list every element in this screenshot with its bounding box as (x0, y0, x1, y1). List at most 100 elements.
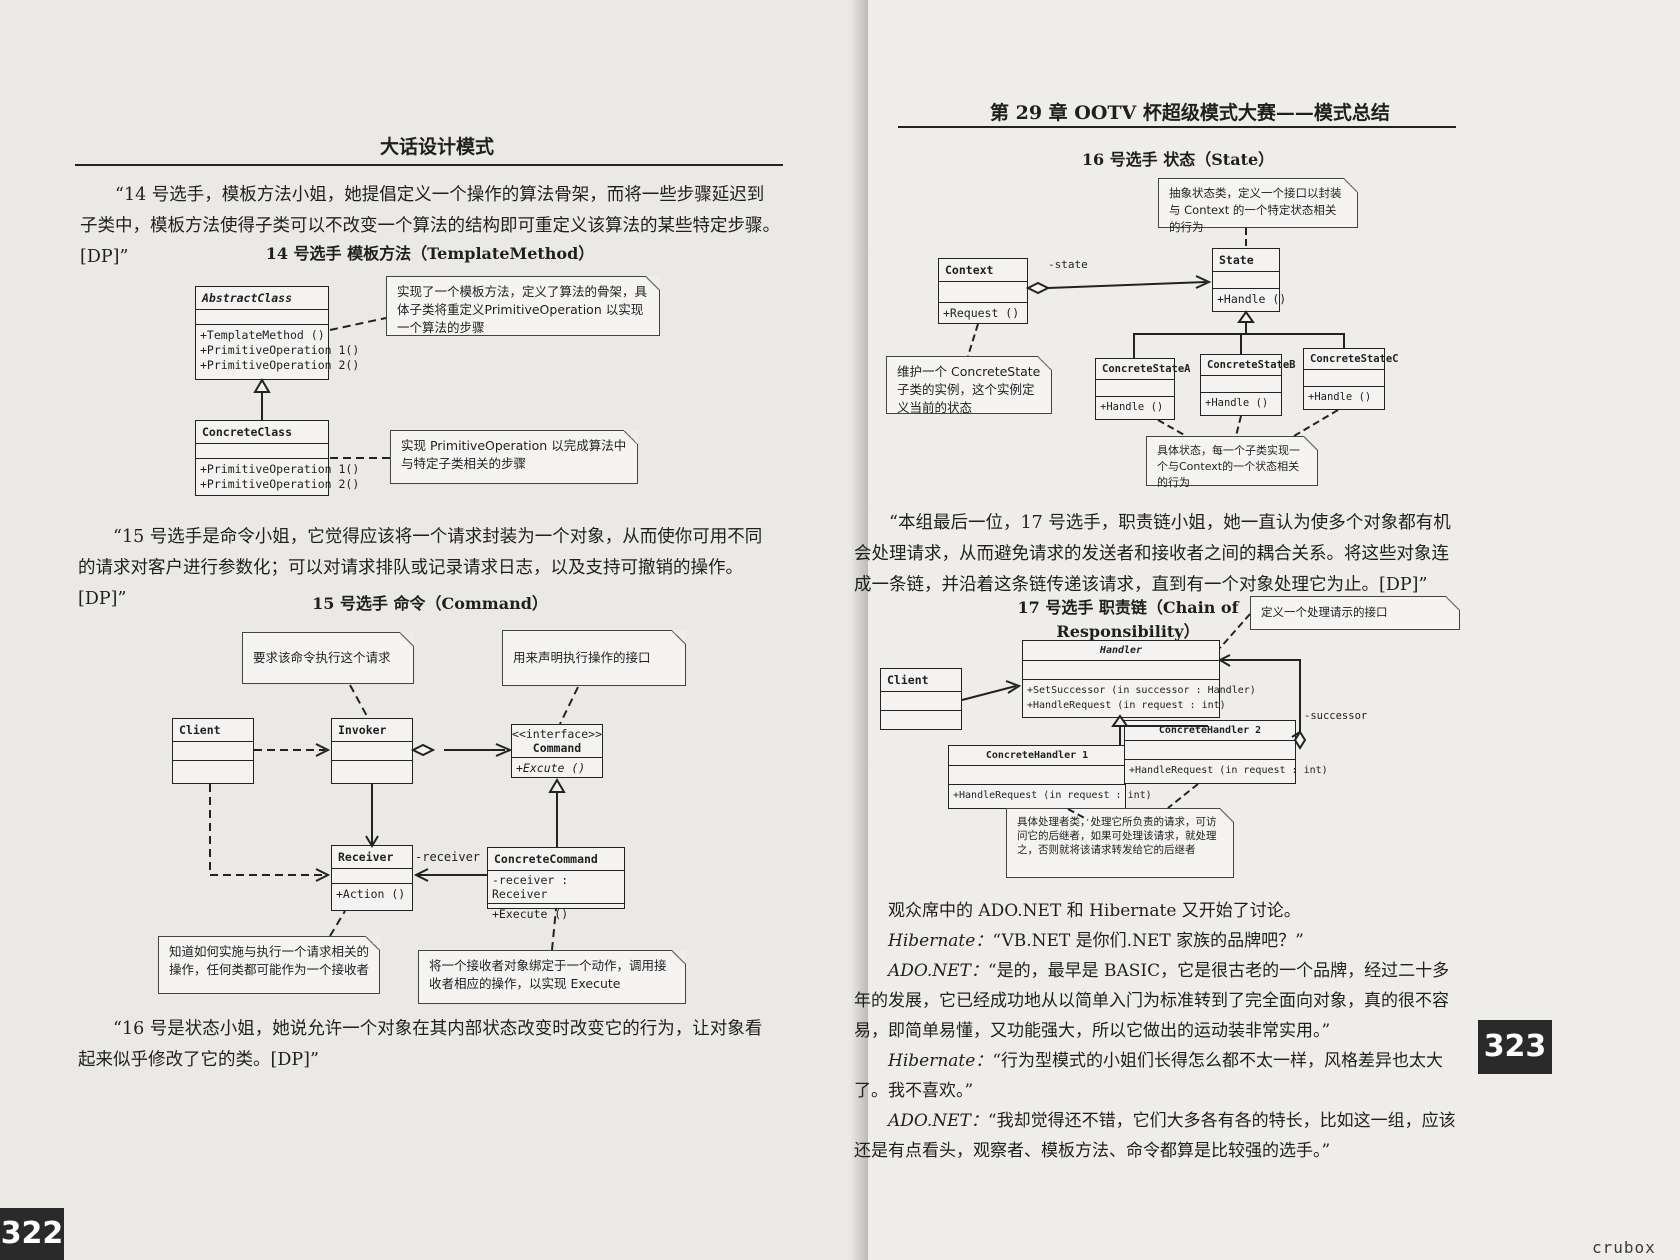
paragraph-15: “15 号选手是命令小姐，它觉得应该将一个请求封装为一个对象，从而使你可用不同的… (78, 527, 763, 609)
class-name: Receiver (332, 846, 412, 869)
concrete-state-b-box: ConcreteStateB +Handle () (1200, 354, 1296, 416)
class-ops: +Handle () (1217, 292, 1287, 306)
class-name: ConcreteHandler 1 (949, 746, 1125, 766)
attributes (1213, 272, 1279, 289)
attributes (881, 692, 961, 711)
dialog-line: Hibernate：“行为型模式的小姐们长得怎么都不太一样，风格差异也太大了。我… (854, 1046, 1456, 1106)
client-box: Client (880, 668, 962, 730)
running-header: 第 29 章 OOTV 杯超级模式大赛——模式总结 (990, 102, 1390, 124)
speaker: ADO.NET： (888, 1111, 988, 1131)
class-name: Invoker (332, 719, 412, 742)
header-rule (75, 164, 783, 166)
note-receiver: 知道如何实施与执行一个请求相关的操作，任何类都可能作为一个接收者 (158, 936, 380, 994)
attributes (173, 742, 253, 761)
attributes (1096, 380, 1174, 397)
left-page: 大话设计模式 “14 号选手，模板方法小姐，她提倡定义一个操作的算法骨架，而将一… (0, 0, 868, 1260)
attributes (1304, 370, 1384, 387)
paragraph-14: “14 号选手，模板方法小姐，她提倡定义一个操作的算法骨架，而将一些步骤延迟到子… (80, 185, 780, 267)
class-attr: -receiver : Receiver (488, 871, 624, 904)
attributes (1125, 741, 1295, 760)
class-ops: +Excute () (516, 761, 586, 775)
note-template-method: 实现了一个模板方法，定义了算法的骨架，具体子类将重定义PrimitiveOper… (386, 276, 660, 336)
invoker-box: Invoker (331, 718, 413, 784)
class-ops: +HandleRequest (in request : int) (953, 790, 1152, 801)
state-role-label: -state (1048, 258, 1088, 271)
client-box: Client (172, 718, 254, 784)
concrete-handler-2-box: ConcreteHandler 2 +HandleRequest (in req… (1124, 720, 1328, 784)
successor-role-label: -successor (1304, 710, 1368, 722)
diagram-title-14: 14 号选手 模板方法（TemplateMethod） (265, 244, 595, 263)
attributes (1023, 661, 1219, 680)
attributes (332, 869, 412, 884)
class-ops: +Handle () (1308, 391, 1372, 403)
class-name: Context (939, 259, 1027, 282)
class-ops: +HandleRequest (in request : int) (1129, 765, 1328, 776)
header-rule (898, 126, 1456, 128)
context-box: Context +Request () (938, 258, 1028, 324)
concrete-state-c-box: ConcreteStateC +Handle () (1303, 348, 1399, 410)
attributes (196, 310, 328, 325)
class-name: Command (512, 741, 602, 758)
page-number: 323 (1478, 1020, 1552, 1074)
class-ops: +Handle () (1100, 401, 1164, 413)
receiver-box: Receiver +Action () (331, 845, 413, 911)
class-name: ConcreteStateA (1096, 359, 1191, 380)
class-name: ConcreteCommand (488, 848, 624, 871)
state-box: State +Handle () (1212, 248, 1287, 312)
note-invoker: 要求该命令执行这个请求 (242, 632, 414, 684)
note-concrete-command: 将一个接收者对象绑定于一个动作，调用接收者相应的操作，以实现 Execute (418, 950, 686, 1004)
class-name: ConcreteStateC (1304, 349, 1399, 370)
note-state: 抽象状态类，定义一个接口以封装与 Context 的一个特定状态相关的行为 (1158, 178, 1358, 234)
command-interface-box: <<interface>> Command +Excute () (511, 724, 603, 778)
speaker: Hibernate： (888, 931, 993, 951)
note-primitive-operation: 实现 PrimitiveOperation 以完成算法中与特定子类相关的步骤 (390, 430, 638, 484)
paragraph-16: “16 号是状态小姐，她说允许一个对象在其内部状态改变时改变它的行为，让对象看起… (78, 1019, 763, 1070)
class-ops: +TemplateMethod () +PrimitiveOperation 1… (200, 328, 360, 372)
class-ops: +Handle () (1205, 397, 1269, 409)
class-name: ConcreteClass (196, 421, 328, 444)
attributes (1201, 376, 1281, 393)
note-command-interface: 用来声明执行操作的接口 (502, 630, 686, 686)
class-ops: +Request () (943, 306, 1020, 320)
page-number: 322 (0, 1208, 64, 1260)
note-handler: 定义一个处理请示的接口 (1250, 596, 1460, 630)
dialog-text: “是的，最早是 BASIC，它是很古老的一个品牌，经过二十多年的发展，它已经成功… (854, 961, 1450, 1041)
class-name: Client (173, 719, 253, 742)
class-name: Handler (1023, 641, 1219, 661)
dialog: 观众席中的 ADO.NET 和 Hibernate 又开始了讨论。 Hibern… (854, 896, 1456, 1166)
class-name: AbstractClass (196, 287, 328, 310)
class-name: State (1213, 249, 1279, 272)
abstract-class-box: AbstractClass +TemplateMethod () +Primit… (195, 286, 360, 380)
class-ops: +SetSuccessor (in successor : Handler) +… (1027, 685, 1256, 711)
dialog-text: “VB.NET 是你们.NET 家族的品牌吧？” (992, 931, 1304, 951)
class-ops: +PrimitiveOperation 1() +PrimitiveOperat… (200, 462, 360, 491)
dialog-line: Hibernate：“VB.NET 是你们.NET 家族的品牌吧？” (854, 926, 1456, 956)
diagram-title-15: 15 号选手 命令（Command） (312, 594, 548, 613)
class-name: Client (881, 669, 961, 692)
concrete-handler-1-box: ConcreteHandler 1 +HandleRequest (in req… (948, 745, 1152, 809)
running-header: 大话设计模式 (380, 136, 495, 158)
class-ops: +Action () (336, 887, 406, 901)
dialog-text: 观众席中的 ADO.NET 和 Hibernate 又开始了讨论。 (888, 901, 1301, 921)
paragraph-17: “本组最后一位，17 号选手，职责链小姐，她一直认为使多个对象都有机会处理请求，… (854, 513, 1451, 595)
diagram-title-16: 16 号选手 状态（State） (1081, 150, 1275, 169)
note-context: 维护一个 ConcreteState 子类的实例，这个实例定义当前的状态 (886, 356, 1052, 415)
attributes (939, 282, 1027, 303)
dialog-text: “我却觉得还不错，它们大多各有各的特长，比如这一组，应该还是有点看头，观察者、模… (854, 1111, 1456, 1161)
note-concrete-handler: 具体处理者类，处理它所负责的请求，可访问它的后继者，如果可处理该请求，就处理之，… (1006, 808, 1234, 878)
attributes (949, 766, 1125, 785)
speaker: Hibernate： (888, 1051, 993, 1071)
dialog-line: ADO.NET：“是的，最早是 BASIC，它是很古老的一个品牌，经过二十多年的… (854, 956, 1456, 1046)
note-concrete-state: 具体状态，每一个子类实现一个与Context的一个状态相关的行为 (1146, 436, 1318, 489)
class-name: ConcreteHandler 2 (1125, 721, 1295, 741)
speaker: ADO.NET： (888, 961, 988, 981)
concrete-class-box: ConcreteClass +PrimitiveOperation 1() +P… (195, 420, 360, 496)
watermark: crubox (1592, 1238, 1656, 1257)
class-name: ConcreteStateB (1201, 355, 1296, 376)
right-page: 第 29 章 OOTV 杯超级模式大赛——模式总结 16 号选手 状态（Stat… (854, 0, 1680, 1260)
concrete-command-box: ConcreteCommand -receiver : Receiver +Ex… (487, 847, 625, 921)
receiver-role-label: -receiver (415, 850, 481, 864)
dialog-line: 观众席中的 ADO.NET 和 Hibernate 又开始了讨论。 (854, 896, 1456, 926)
stereotype: <<interface>> (512, 727, 603, 741)
concrete-state-a-box: ConcreteStateA +Handle () (1095, 358, 1191, 420)
